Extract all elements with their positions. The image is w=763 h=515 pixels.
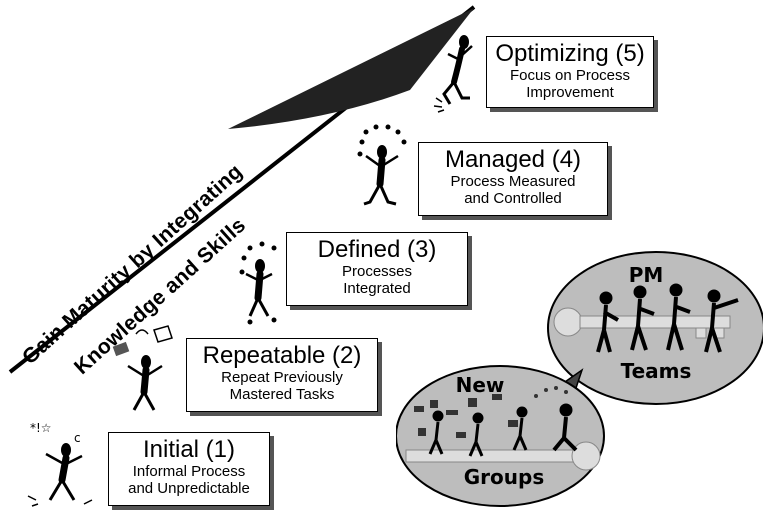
level-description: Processes [341,263,413,280]
level-initial-box: Initial (1) Informal Process and Unpredi… [108,432,270,506]
optimizing-figure-icon [433,35,473,113]
level-defined-box: Defined (3) Processes Integrated [286,232,468,306]
level-description: Focus on Process [509,67,631,84]
new-label: New [456,373,505,397]
level-description: and Unpredictable [128,480,250,497]
pm-label: PM [629,263,664,287]
level-description: and Controlled [464,190,562,207]
level-title: Initial (1) [142,436,236,463]
teams-bubbles: PM Teams New Groups [396,251,763,507]
initial-confused-figure-icon: *!☆ c [27,421,93,507]
level-repeatable-box: Repeatable (2) Repeat Previously Mastere… [186,338,378,412]
svg-text:c: c [74,431,81,445]
level-description: Integrated [343,280,411,297]
groups-label: Groups [464,465,544,489]
level-managed-box: Managed (4) Process Measured and Control… [418,142,608,216]
level-title: Optimizing (5) [495,40,645,67]
level-title: Managed (4) [444,146,582,173]
managed-juggler-figure-icon [357,124,407,206]
level-optimizing-box: Optimizing (5) Focus on Process Improvem… [486,36,654,108]
svg-text:*!☆: *!☆ [30,421,52,435]
level-title: Repeatable (2) [202,342,362,369]
level-description: Process Measured [450,173,576,190]
maturity-wedge [228,8,474,129]
defined-juggler-figure-icon [239,241,277,325]
repeatable-figure-icon [112,325,173,411]
new-groups-bubble [396,365,605,507]
level-description: Mastered Tasks [229,386,335,403]
level-description: Informal Process [132,463,246,480]
level-description: Repeat Previously [221,369,343,386]
teams-label: Teams [621,359,692,383]
level-title: Defined (3) [317,236,437,263]
level-description: Improvement [526,84,614,101]
